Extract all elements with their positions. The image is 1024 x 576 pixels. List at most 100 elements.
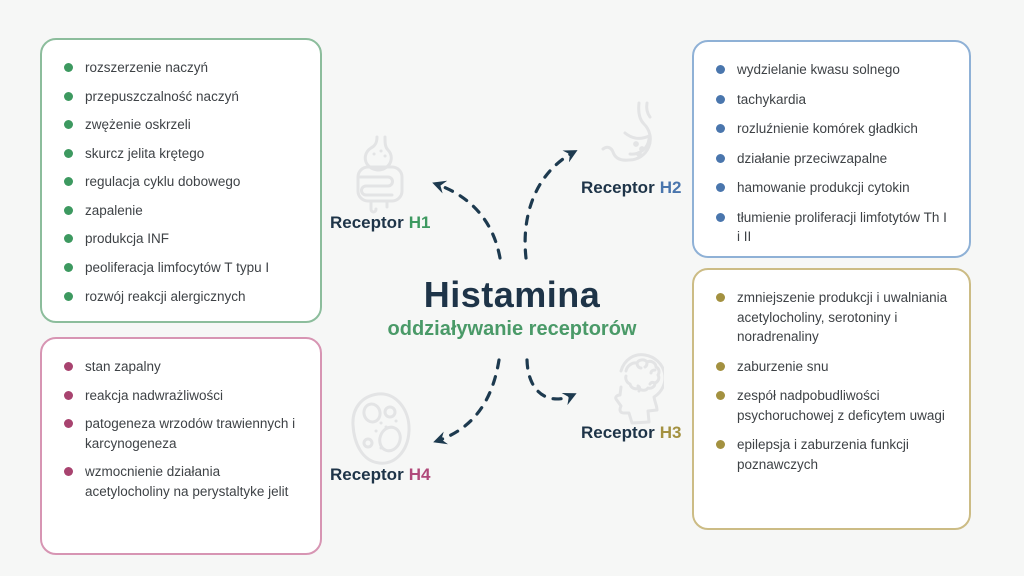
list-item: zaburzenie snu <box>716 357 953 377</box>
list-item: tłumienie proliferacji limfotytów Th I i… <box>716 208 953 247</box>
receptor-word: Receptor <box>330 465 404 484</box>
arrow-to-h4 <box>433 358 501 445</box>
list-item-label: działanie przeciwzapalne <box>737 150 888 166</box>
bullet-icon <box>716 212 725 222</box>
bullet-icon <box>716 293 725 302</box>
list-item-label: wzmocnienie działania acetylocholiny na … <box>85 464 289 499</box>
list-item: rozluźnienie komórek gładkich <box>716 119 953 139</box>
list-item-label: zapalenie <box>85 202 143 218</box>
page-subtitle: oddziaływanie receptorów <box>387 318 637 340</box>
list-item-label: patogeneza wrzodów trawiennych i karcyno… <box>85 416 296 451</box>
intestine-icon <box>346 134 414 218</box>
bullet-icon <box>716 153 725 163</box>
receptor-h4-code: H4 <box>408 465 431 484</box>
receptor-h4-effects-list: stan zapalny reakcja nadwrażliwości pato… <box>64 357 304 501</box>
list-item-label: tłumienie proliferacji limfotytów Th I i… <box>737 209 947 245</box>
bullet-icon <box>64 205 73 215</box>
bullet-icon <box>716 94 725 104</box>
list-item: zespół nadpobudliwości psychoruchowej z … <box>716 386 953 425</box>
bullet-icon <box>64 262 73 272</box>
arrow-to-h3 <box>525 358 577 406</box>
bullet-icon <box>716 65 725 74</box>
stomach-icon <box>598 100 664 180</box>
receptor-h4-effects-card: stan zapalny reakcja nadwrażliwości pato… <box>40 337 322 555</box>
list-item-label: peoliferacja limfocytów T typu I <box>85 259 270 275</box>
arrow-to-h2 <box>523 150 578 260</box>
receptor-h3-code: H3 <box>659 423 682 442</box>
list-item: rozszerzenie naczyń <box>64 58 304 78</box>
list-item-label: hamowanie produkcji cytokin <box>737 180 910 196</box>
receptor-h3-effects-list: zmniejszenie produkcji i uwalniania acet… <box>716 288 953 475</box>
list-item-label: rozszerzenie naczyń <box>85 60 209 75</box>
list-item: wzmocnienie działania acetylocholiny na … <box>64 462 304 501</box>
bullet-icon <box>64 148 73 158</box>
bullet-icon <box>64 234 73 244</box>
list-item-label: skurcz jelita krętego <box>85 145 205 161</box>
list-item: wydzielanie kwasu solnego <box>716 60 953 80</box>
list-item: zwężenie oskrzeli <box>64 115 304 135</box>
list-item-label: tachykardia <box>737 91 807 107</box>
list-item-label: zwężenie oskrzeli <box>85 117 191 133</box>
list-item: działanie przeciwzapalne <box>716 149 953 169</box>
receptor-h2-code: H2 <box>659 178 682 197</box>
bullet-icon <box>64 120 73 130</box>
receptor-h2-effects-list: wydzielanie kwasu solnego tachykardia ro… <box>716 60 953 247</box>
list-item: epilepsja i zaburzenia funkcji poznawczy… <box>716 435 953 474</box>
receptor-h1-effects-list: rozszerzenie naczyń przepuszczalność nac… <box>64 58 304 306</box>
bullet-icon <box>716 391 725 401</box>
list-item: skurcz jelita krętego <box>64 144 304 164</box>
list-item: stan zapalny <box>64 357 304 377</box>
bullet-icon <box>64 63 73 72</box>
bullet-icon <box>64 91 73 101</box>
brain-head-icon <box>596 349 664 429</box>
bullet-icon <box>716 361 725 371</box>
receptor-h3-effects-card: zmniejszenie produkcji i uwalniania acet… <box>692 268 971 530</box>
receptor-word: Receptor <box>581 423 655 442</box>
bullet-icon <box>716 183 725 193</box>
list-item: zapalenie <box>64 201 304 221</box>
bullet-icon <box>64 390 73 400</box>
list-item: tachykardia <box>716 90 953 110</box>
list-item-label: przepuszczalność naczyń <box>85 88 239 104</box>
list-item-label: stan zapalny <box>85 359 161 374</box>
list-item-label: zmniejszenie produkcji i uwalniania acet… <box>737 290 948 345</box>
list-item-label: epilepsja i zaburzenia funkcji poznawczy… <box>737 437 909 472</box>
list-item: przepuszczalność naczyń <box>64 87 304 107</box>
receptor-h1-effects-card: rozszerzenie naczyń przepuszczalność nac… <box>40 38 322 323</box>
list-item-label: zaburzenie snu <box>737 358 829 374</box>
list-item: patogeneza wrzodów trawiennych i karcyno… <box>64 414 304 453</box>
receptor-word: Receptor <box>581 178 655 197</box>
diagram-title-block: Histamina oddziaływanie receptorów <box>312 274 712 341</box>
list-item: regulacja cyklu dobowego <box>64 172 304 192</box>
list-item-label: zespół nadpobudliwości psychoruchowej z … <box>737 388 945 423</box>
list-item-label: rozluźnienie komórek gładkich <box>737 121 918 137</box>
receptor-h1-code: H1 <box>408 213 431 232</box>
page-title: Histamina <box>423 274 601 315</box>
bullet-icon <box>64 362 73 371</box>
bullet-icon <box>64 291 73 301</box>
list-item: reakcja nadwrażliwości <box>64 386 304 406</box>
arrow-to-h1 <box>432 180 502 260</box>
list-item: produkcja INF <box>64 229 304 249</box>
bullet-icon <box>64 419 73 429</box>
list-item: peoliferacja limfocytów T typu I <box>64 258 304 278</box>
bullet-icon <box>64 177 73 187</box>
receptor-h2-effects-card: wydzielanie kwasu solnego tachykardia ro… <box>692 40 971 258</box>
receptor-word: Receptor <box>330 213 404 232</box>
list-item-label: regulacja cyklu dobowego <box>85 174 241 190</box>
list-item-label: produkcja INF <box>85 231 170 247</box>
list-item: zmniejszenie produkcji i uwalniania acet… <box>716 288 953 347</box>
list-item-label: rozwój reakcji alergicznych <box>85 288 246 304</box>
list-item-label: wydzielanie kwasu solnego <box>737 62 900 77</box>
list-item: hamowanie produkcji cytokin <box>716 178 953 198</box>
bullet-icon <box>716 124 725 134</box>
cell-icon <box>348 391 414 469</box>
bullet-icon <box>64 467 73 477</box>
bullet-icon <box>716 440 725 450</box>
list-item-label: reakcja nadwrażliwości <box>85 387 224 403</box>
